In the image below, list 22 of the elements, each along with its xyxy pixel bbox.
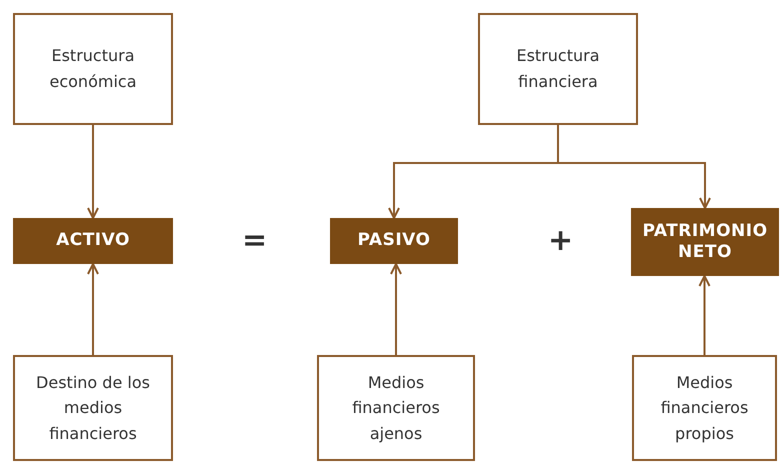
label-bar [631,208,779,276]
operator-sign: + [548,226,574,256]
description: Medios financieros ajenos [351,372,441,445]
text-box [13,355,173,461]
heading: ACTIVO [56,230,130,252]
text-box [478,13,638,125]
label-bar [330,218,458,264]
heading: PASIVO [358,230,430,252]
label-bar [13,218,173,264]
text-box [317,355,475,461]
arrow [698,275,710,355]
arrow [87,263,99,355]
arrow [390,263,402,355]
operator-sign: = [242,226,268,256]
text-box [13,13,173,125]
description: Estructura financiera [515,45,601,93]
heading: PATRIMONIO NETO [641,220,769,264]
description: Estructura económica [48,45,138,93]
text-box [632,355,777,461]
arrow [87,125,99,219]
description: Medios financieros propios [660,372,750,445]
description: Destino de los medios financieros [35,372,151,445]
